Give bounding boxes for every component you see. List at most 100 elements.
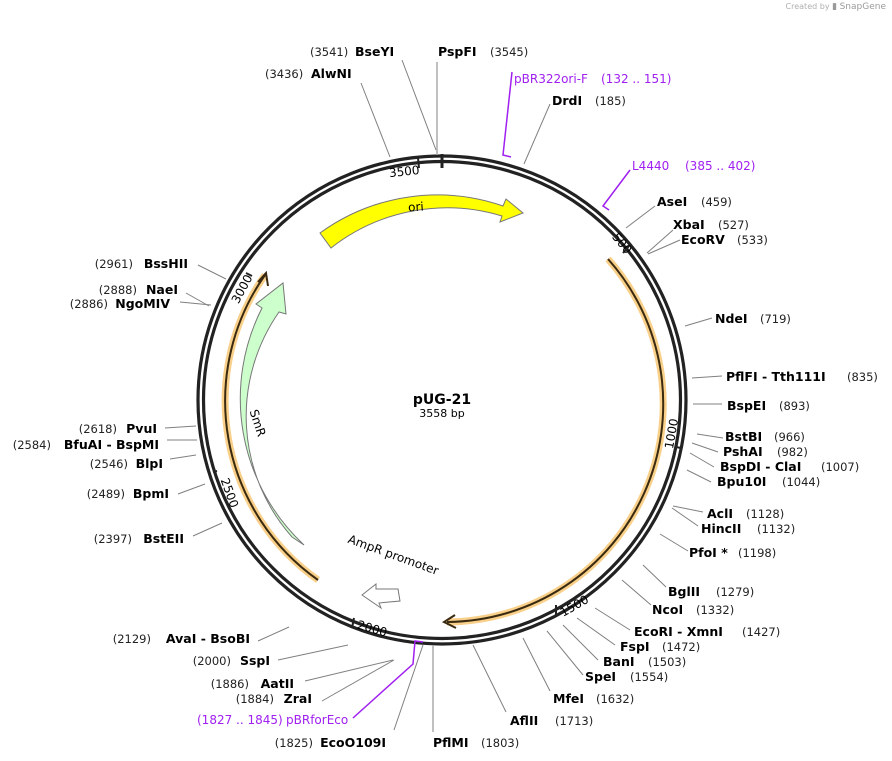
site-zrai[interactable]: ZraI (1884)	[236, 691, 312, 706]
site-bani[interactable]: BanI(1503)	[603, 654, 686, 669]
svg-text:(2886): (2886)	[70, 297, 108, 311]
svg-text:BstBI: BstBI	[725, 429, 762, 444]
site-bstbi[interactable]: BstBI (966)	[725, 429, 805, 444]
svg-text:NdeI: NdeI	[715, 311, 748, 326]
svg-text:(3436): (3436)	[265, 67, 303, 81]
site-fspi[interactable]: FspI(1472)	[620, 639, 700, 654]
svg-text:HincII: HincII	[701, 521, 741, 536]
site-ndei[interactable]: NdeI(719)	[715, 311, 791, 326]
feature-ori[interactable]: ori	[319, 194, 524, 249]
primer-range: (132 .. 151)	[601, 72, 671, 86]
svg-text:EcoO109I: EcoO109I	[320, 735, 386, 750]
svg-text:BssHII: BssHII	[144, 256, 188, 271]
site-alwni[interactable]: (3436)AlwNI	[265, 66, 352, 81]
site-bsteii[interactable]: BstEII (2397)	[94, 531, 184, 546]
svg-text:(1044): (1044)	[782, 475, 820, 489]
svg-text:(893): (893)	[779, 399, 810, 413]
site-xbai[interactable]: XbaI(527)	[673, 217, 749, 232]
svg-text:(1132): (1132)	[757, 522, 795, 536]
primer-pbr322ori-f[interactable]: pBR322ori-F (132 .. 151)	[502, 71, 671, 158]
tick-label-1500: 1500	[558, 592, 591, 619]
svg-text:(1128): (1128)	[746, 507, 784, 521]
svg-text:BlpI: BlpI	[136, 456, 163, 471]
svg-text:(1472): (1472)	[662, 640, 700, 654]
site-bpu10i[interactable]: Bpu10I (1044)	[717, 474, 820, 489]
site-pfoi[interactable]: PfoI *(1198)	[689, 545, 776, 560]
site-acli[interactable]: AclI(1128)	[707, 506, 784, 521]
site-bglii[interactable]: BglII(1279)	[668, 584, 754, 599]
site-pflmi[interactable]: PflMI (1803)	[433, 735, 519, 750]
site-ecoo109i[interactable]: EcoO109I (1825)	[275, 735, 386, 750]
site-mfei[interactable]: MfeI(1632)	[553, 691, 634, 706]
svg-text:(1632): (1632)	[596, 692, 634, 706]
svg-text:(982): (982)	[777, 445, 808, 459]
sites-right: PspFI(3545) DrdI(185) AseI(459) XbaI(527…	[433, 44, 878, 750]
primer-name: L4440	[632, 159, 669, 173]
leader-lines	[164, 59, 724, 732]
svg-text:(459): (459)	[701, 195, 732, 209]
svg-text:(2618): (2618)	[79, 422, 117, 436]
site-bspdi-clai[interactable]: BspDI - ClaI(1007)	[720, 459, 859, 474]
svg-text:NaeI: NaeI	[146, 282, 178, 297]
site-drdi[interactable]: DrdI(185)	[552, 93, 626, 108]
site-asei[interactable]: AseI(459)	[657, 194, 732, 209]
svg-text:EcoRV: EcoRV	[681, 232, 725, 247]
svg-text:ZraI: ZraI	[284, 691, 312, 706]
site-hincii[interactable]: HincII (1132)	[701, 521, 795, 536]
feature-ampr-promoter[interactable]: AmpR promoter	[346, 532, 441, 610]
snapgene-logo-icon: ▮	[832, 2, 838, 12]
svg-text:(3545): (3545)	[490, 45, 528, 59]
svg-text:(2584): (2584)	[13, 438, 51, 452]
svg-text:DrdI: DrdI	[552, 93, 582, 108]
svg-text:PflMI: PflMI	[433, 735, 469, 750]
site-ncoi[interactable]: NcoI(1332)	[652, 602, 734, 617]
site-pspfi[interactable]: PspFI(3545)	[438, 44, 528, 59]
svg-text:(1279): (1279)	[716, 585, 754, 599]
svg-text:XbaI: XbaI	[673, 217, 705, 232]
site-ecorv[interactable]: EcoRV(533)	[681, 232, 768, 247]
site-bfuai-bspmi[interactable]: BfuAI - BspMI(2584)	[13, 437, 159, 452]
site-bpmi[interactable]: BpmI (2489)	[87, 486, 169, 501]
site-bsshii[interactable]: BssHII (2961)	[95, 256, 188, 271]
svg-text:NgoMIV: NgoMIV	[115, 296, 170, 311]
svg-text:(2888): (2888)	[99, 283, 137, 297]
credit-brand: SnapGene	[839, 2, 886, 12]
site-ecori-xmni[interactable]: EcoRI - XmnI(1427)	[634, 624, 780, 639]
primer-range: (1827 .. 1845)	[197, 713, 283, 727]
site-spei[interactable]: SpeI(1554)	[585, 669, 668, 684]
svg-text:SpeI: SpeI	[585, 669, 616, 684]
site-aatii[interactable]: AatII(1886)	[211, 676, 294, 691]
site-blpi[interactable]: BlpI (2546)	[90, 456, 163, 471]
site-bspei[interactable]: BspEI(893)	[727, 398, 810, 413]
svg-text:(1825): (1825)	[275, 736, 313, 750]
snapgene-credit: Created by ▮ SnapGene	[786, 2, 886, 12]
site-pvui[interactable]: PvuI (2618)	[79, 421, 157, 436]
svg-text:AflII: AflII	[510, 713, 538, 728]
svg-text:BstEII: BstEII	[143, 531, 184, 546]
site-bseyi[interactable]: (3541)BseYI	[310, 44, 394, 59]
site-pflfi-tth111i[interactable]: PflFI - Tth111I(835)	[726, 369, 878, 384]
svg-text:Bpu10I: Bpu10I	[717, 474, 766, 489]
feature-label-ori: ori	[408, 199, 425, 214]
primer-l4440[interactable]: L4440 (385 .. 402)	[601, 159, 755, 211]
site-sspi[interactable]: SspI(2000)	[193, 653, 270, 668]
site-pshai[interactable]: PshAI(982)	[723, 444, 808, 459]
svg-text:(1713): (1713)	[555, 714, 593, 728]
primer-pbrforeco[interactable]: (1827 .. 1845) pBRforEco	[197, 640, 424, 727]
svg-text:PvuI: PvuI	[126, 421, 157, 436]
svg-text:(1803): (1803)	[481, 736, 519, 750]
svg-text:(2546): (2546)	[90, 457, 128, 471]
site-aflii[interactable]: AflII (1713)	[510, 713, 593, 728]
site-ngomiv[interactable]: NgoMIV (2886)	[70, 296, 171, 311]
svg-text:(1884): (1884)	[236, 692, 274, 706]
svg-text:(3541): (3541)	[310, 45, 348, 59]
site-naei[interactable]: NaeI (2888)	[99, 282, 178, 297]
svg-text:(835): (835)	[847, 370, 878, 384]
svg-text:(2397): (2397)	[94, 532, 132, 546]
svg-text:(2961): (2961)	[95, 257, 133, 271]
site-avai-bsobi[interactable]: AvaI - BsoBI(2129)	[113, 631, 250, 646]
svg-text:(966): (966)	[774, 430, 805, 444]
svg-text:(2489): (2489)	[87, 487, 125, 501]
svg-text:BpmI: BpmI	[133, 486, 169, 501]
